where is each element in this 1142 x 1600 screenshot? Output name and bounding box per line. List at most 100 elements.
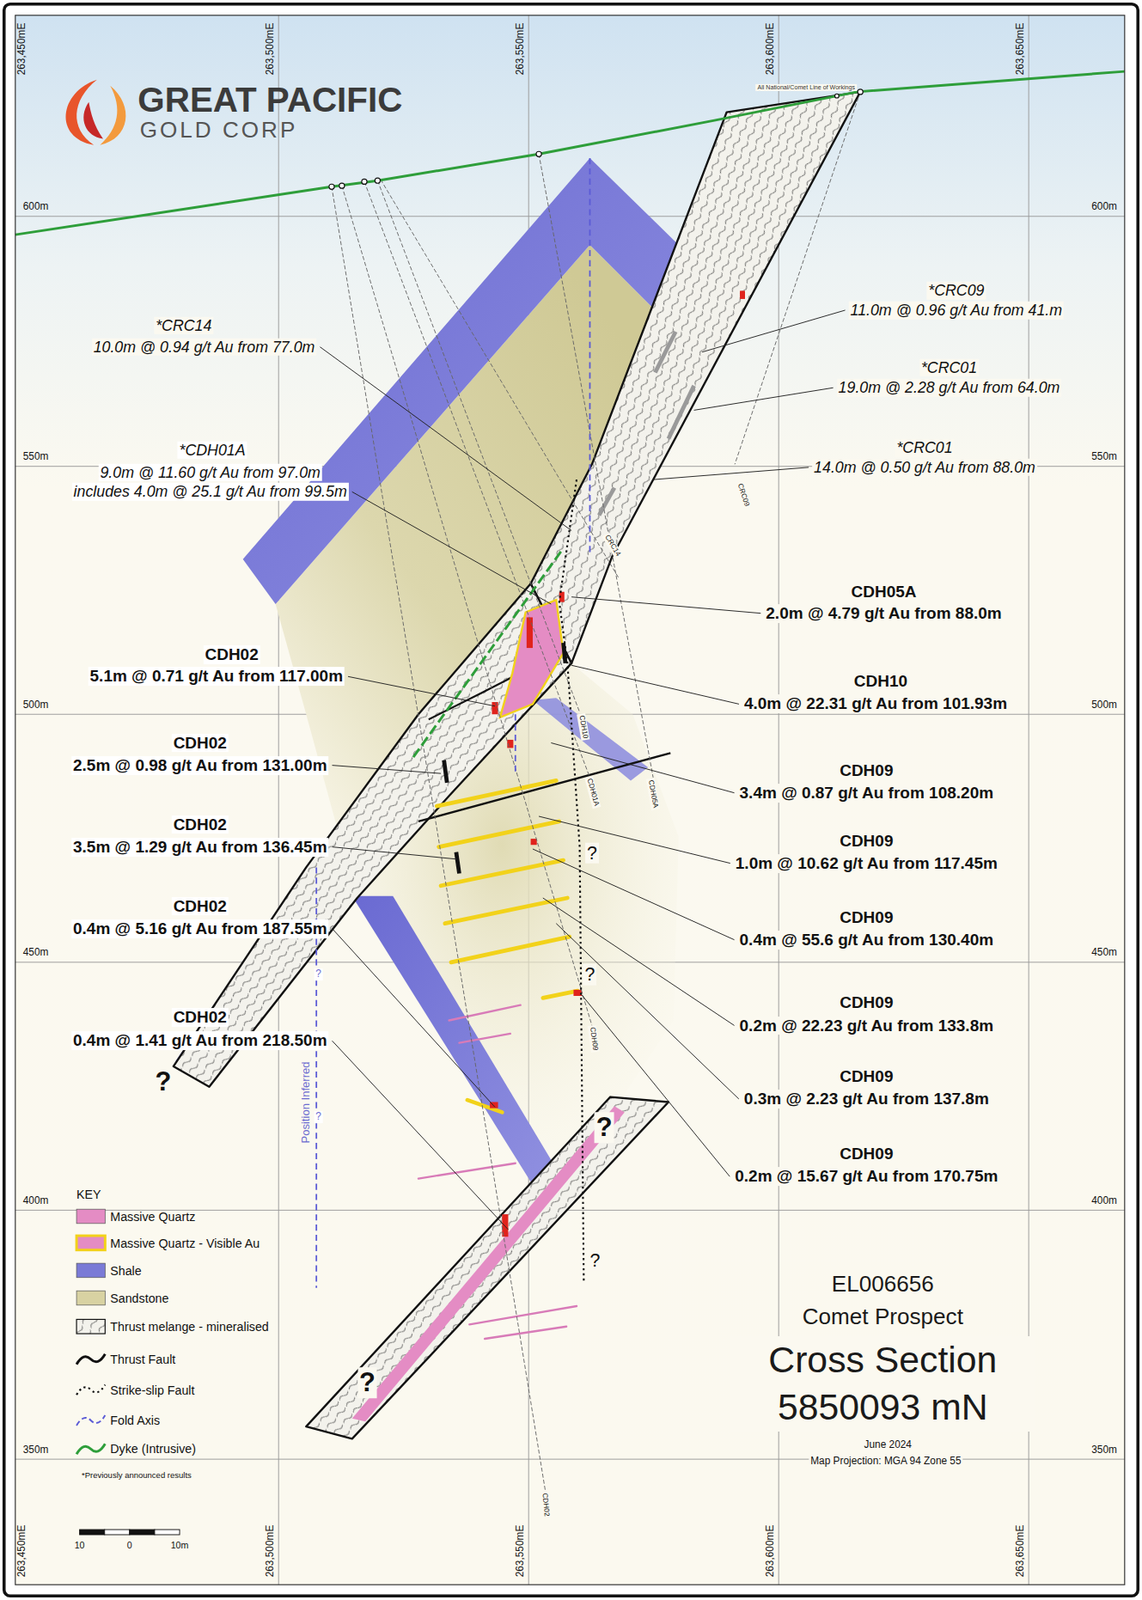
leader-line (532, 848, 735, 941)
scale-segment (154, 1529, 180, 1535)
query-mark: ? (155, 1066, 172, 1098)
legend-sample (76, 1290, 105, 1306)
callout-hole: *CRC09 (926, 281, 986, 300)
callout-hole: CDH09 (837, 761, 895, 781)
callout-hole: CDH09 (837, 994, 895, 1014)
northing-label: 500m (1091, 699, 1118, 712)
drill-hole (538, 153, 654, 778)
callout-result: 0.4m @ 55.6 g/t Au from 130.40m (738, 930, 996, 950)
ground-surface (15, 71, 1125, 235)
fold-axes (316, 158, 590, 1289)
legend-swatch (76, 1263, 105, 1278)
legend-text: Thrust Fault (109, 1352, 176, 1367)
grid-line (278, 15, 280, 1585)
drill-hole (377, 180, 580, 713)
hole-label: CDH05A (646, 777, 660, 811)
interval-bar (444, 760, 448, 783)
collar (835, 93, 840, 98)
pink-lenses (418, 1005, 577, 1339)
northing-label: 400m (1091, 1195, 1118, 1208)
callout-result: 3.5m @ 1.29 g/t Au from 136.45m (71, 837, 330, 857)
drill-hole (380, 179, 619, 578)
scale-label: 0 (127, 1539, 133, 1551)
easting-label: 263,600mE (764, 23, 777, 76)
drill-hole (734, 91, 861, 465)
query-mark: ? (587, 1249, 602, 1271)
hole-label: CDH10 (577, 712, 591, 740)
easting-label: 263,500mE (264, 23, 277, 76)
logo-flame (99, 85, 126, 146)
callout-result: 0.3m @ 2.23 g/t Au from 137.8m (742, 1089, 991, 1109)
logo-flame (66, 79, 98, 146)
quartz-vein (436, 780, 556, 807)
leader-line (571, 665, 739, 704)
legend-sample (76, 1209, 105, 1224)
legend-sample (76, 1235, 105, 1251)
northing-label: 350m (1091, 1444, 1118, 1457)
quartz-lens (458, 1033, 510, 1044)
legend-text: Sandstone (109, 1291, 169, 1306)
northing-label: 350m (23, 1444, 49, 1457)
legend-text: Massive Quartz - Visible Au (109, 1235, 260, 1250)
quartz-lens (449, 1005, 521, 1021)
northing-label: 550m (1091, 451, 1118, 464)
page-frame (4, 4, 1138, 1597)
scale-segment (79, 1529, 105, 1535)
leader-line (694, 387, 834, 410)
callout-hole: *CRC14 (153, 317, 214, 335)
scale-segment (104, 1529, 130, 1535)
quartz-vein (439, 821, 560, 848)
legend-swatch (76, 1290, 105, 1306)
callout-result: 19.0m @ 2.28 g/t Au from 64.0m (836, 378, 1063, 397)
callout-result: 0.2m @ 22.23 g/t Au from 133.8m (738, 1016, 996, 1036)
collar (536, 151, 542, 157)
hole-label: CDH09 (587, 1025, 600, 1053)
scale-segment (129, 1529, 155, 1535)
northing-label: 450m (23, 946, 49, 959)
drill-hole (341, 185, 593, 1026)
assay-interval (598, 488, 615, 516)
leader-line (332, 765, 442, 775)
northing-label: 400m (23, 1195, 49, 1208)
shale-unit (532, 697, 648, 781)
easting-label: 263,500mE (264, 1525, 277, 1578)
map-border (15, 15, 1125, 1585)
callout-result: 5.1m @ 0.71 g/t Au from 117.00m (88, 667, 346, 687)
collar (329, 183, 335, 190)
dyke (413, 550, 562, 758)
leader-line (581, 995, 730, 1177)
leader-line (319, 347, 572, 532)
callout-result: 11.0m @ 0.96 g/t Au from 41.m (848, 301, 1065, 319)
callout-hole: *CRC01 (919, 358, 979, 376)
leader-line (332, 928, 495, 1108)
legend-text: Dyke (Intrusive) (109, 1441, 196, 1456)
quartz-vein (467, 1099, 502, 1112)
gold-intercepts (489, 290, 746, 1237)
collars (329, 89, 863, 190)
legend-title: KEY (76, 1186, 102, 1201)
callout-hole: CDH02 (202, 646, 260, 666)
northing-label: 600m (23, 201, 49, 214)
legend-sample (76, 1415, 105, 1426)
shale-unit (352, 896, 557, 1183)
query-mark: ? (585, 842, 599, 865)
assay-interval (668, 385, 695, 440)
assay-interval (654, 331, 676, 373)
hole-label: CRC14 (601, 532, 623, 561)
thrust-melange (305, 1097, 669, 1440)
legend-sample (76, 1354, 105, 1365)
licence-id: EL006656 (831, 1270, 935, 1297)
date-note: June 2024 (862, 1439, 914, 1452)
yellow-veins (436, 780, 578, 1112)
callout-result: 3.4m @ 0.87 g/t Au from 108.20m (738, 783, 996, 803)
legend-sample (76, 1319, 105, 1334)
leader-line (352, 491, 552, 605)
gold-intercept (526, 616, 533, 648)
section-ground (15, 15, 1125, 1585)
easting-label: 263,650mE (1014, 1525, 1027, 1578)
leader-line (550, 743, 734, 794)
drill-hole (364, 181, 590, 778)
leader-line (332, 1040, 509, 1230)
